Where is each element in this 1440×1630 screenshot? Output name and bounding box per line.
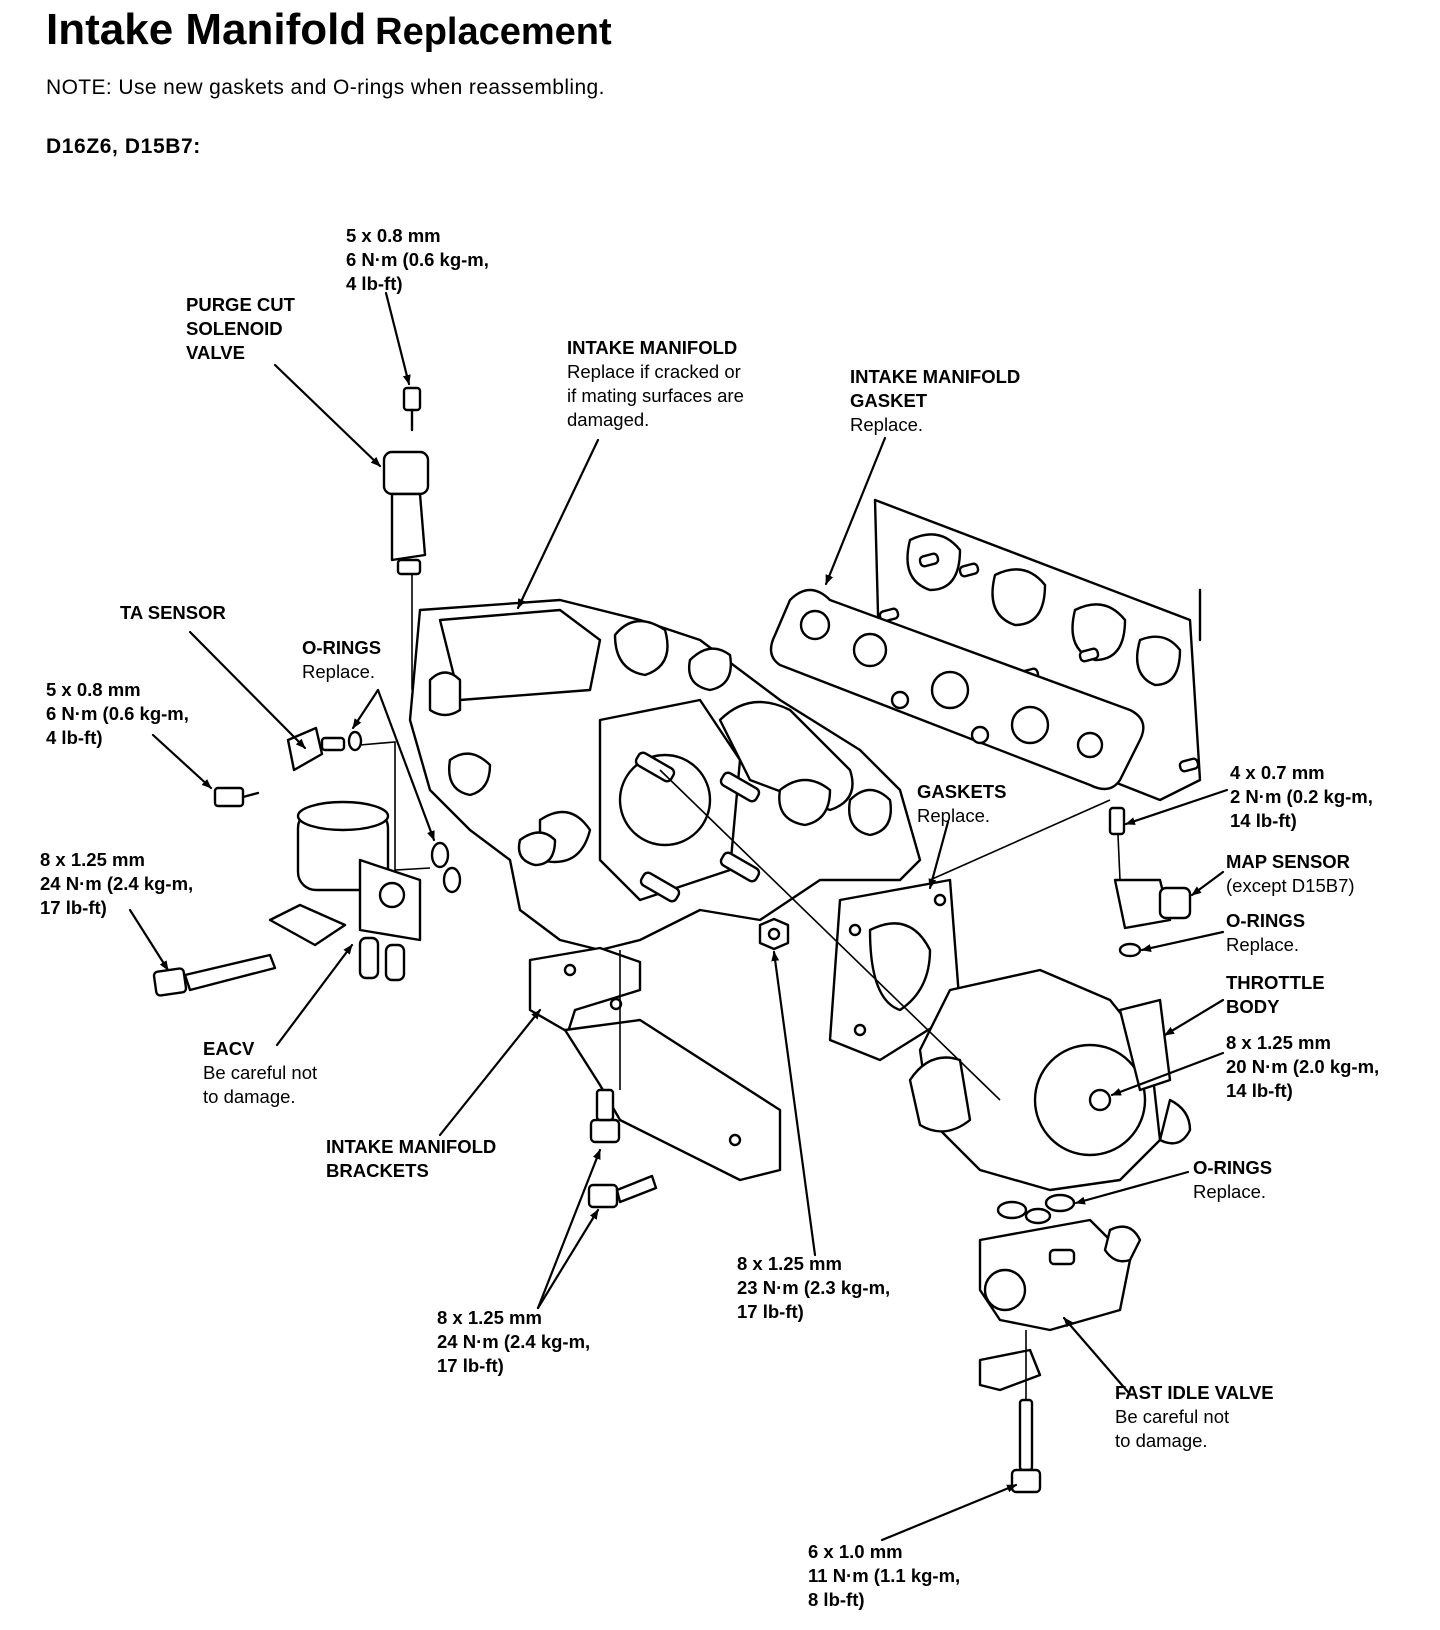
leader-ta-bolt <box>151 733 213 790</box>
page-title: Intake Manifold Replacement <box>46 8 612 52</box>
leader-brackets <box>438 1008 542 1137</box>
o-ring-fiv-1 <box>1044 1193 1076 1213</box>
leader-eacv <box>275 943 354 1047</box>
page-title-bold: Intake Manifold <box>46 5 367 54</box>
leader-throttle-body <box>1163 998 1225 1037</box>
o-ring-ta <box>347 730 363 752</box>
leader-fiv-bolt <box>880 1483 1018 1542</box>
o-ring-fiv-2 <box>996 1200 1028 1220</box>
leader-fast-idle-valve <box>1062 1316 1130 1394</box>
leader-bracket-bolt-2 <box>536 1208 600 1310</box>
leader-o-ring-fiv <box>1074 1170 1190 1205</box>
fast-idle-valve-bolt-shape <box>1010 1398 1042 1494</box>
ta-bolt-spec: 5 x 0.8 mm 6 N·m (0.6 kg-m, 4 lb-ft) <box>46 679 189 748</box>
purge-cut-solenoid-valve-shape <box>382 386 430 576</box>
bracket-bolts-spec: 8 x 1.25 mm 24 N·m (2.4 kg-m, 17 lb-ft) <box>437 1307 591 1376</box>
leader-map-sensor <box>1190 870 1225 897</box>
leader-nut <box>771 950 817 1257</box>
leader-eacv-bolt <box>128 908 170 972</box>
throttle-body-shape <box>908 968 1192 1192</box>
o-ring-fiv-3 <box>1024 1207 1052 1225</box>
purge-bolt-spec: 5 x 0.8 mm 6 N·m (0.6 kg-m, 4 lb-ft) <box>346 225 489 294</box>
reassembly-note: NOTE: Use new gaskets and O-rings when r… <box>46 76 605 99</box>
intake-manifold-gasket-shape <box>769 588 1145 791</box>
o-rings-map-label: O-RINGS Replace. <box>1226 910 1306 955</box>
leader-gaskets <box>928 820 950 890</box>
page-title-rest: Replacement <box>375 11 612 53</box>
eacv-label: EACV Be careful not to damage. <box>203 1038 318 1107</box>
throttle-body-label: THROTTLE BODY <box>1226 972 1325 1017</box>
o-rings-left-label: O-RINGS Replace. <box>302 637 382 682</box>
fast-idle-valve-shape <box>978 1218 1142 1392</box>
eacv-shape <box>268 800 422 982</box>
leader-intake-manifold <box>516 438 600 610</box>
leader-manifold-gasket <box>824 436 887 586</box>
gaskets-label: GASKETS Replace. <box>917 781 1007 826</box>
intake-manifold-brackets-label: INTAKE MANIFOLD BRACKETS <box>326 1136 497 1181</box>
leader-o-ring-eacv <box>376 688 436 842</box>
throttle-bolt-spec: 8 x 1.25 mm 20 N·m (2.0 kg-m, 14 lb-ft) <box>1226 1032 1380 1101</box>
intake-manifold-gasket-label: INTAKE MANIFOLD GASKET Replace. <box>850 366 1021 435</box>
nut-spec: 8 x 1.25 mm 23 N·m (2.3 kg-m, 17 lb-ft) <box>737 1253 891 1322</box>
fast-idle-bolt-spec: 6 x 1.0 mm 11 N·m (1.1 kg-m, 8 lb-ft) <box>808 1541 961 1610</box>
eacv-bolt-spec: 8 x 1.25 mm 24 N·m (2.4 kg-m, 17 lb-ft) <box>40 849 194 918</box>
map-sensor-shape <box>1108 806 1192 958</box>
fast-idle-valve-label: FAST IDLE VALVE Be careful not to damage… <box>1115 1382 1274 1451</box>
bracket-bolt-shapes <box>587 1088 658 1209</box>
o-rings-fast-idle-label: O-RINGS Replace. <box>1193 1157 1273 1202</box>
nut-hole <box>767 927 781 941</box>
leader-purge-valve <box>273 363 382 468</box>
leader-purge-bolt <box>384 291 411 386</box>
leader-throttle-bolt <box>1110 1051 1225 1097</box>
map-sensor-label: MAP SENSOR (except D15B7) <box>1226 851 1355 896</box>
ta-sensor-shape <box>213 726 346 808</box>
leader-map-bolt <box>1124 788 1229 826</box>
leader-bracket-bolt-1 <box>536 1148 602 1310</box>
ta-sensor-label: TA SENSOR <box>120 602 226 623</box>
eacv-bolt-shape <box>152 953 277 997</box>
purge-cut-solenoid-valve-label: PURGE CUT SOLENOID VALVE <box>186 294 295 363</box>
o-ring-eacv-1 <box>430 841 450 869</box>
intake-manifold-label: INTAKE MANIFOLD Replace if cracked or if… <box>567 337 744 430</box>
engine-codes: D16Z6, D15B7: <box>46 135 201 158</box>
o-ring-eacv-2 <box>442 866 462 894</box>
intake-manifold-bracket-shape <box>528 946 782 1182</box>
leader-ta-sensor <box>188 630 307 750</box>
leader-o-ring-map <box>1140 930 1225 952</box>
map-bolt-spec: 4 x 0.7 mm 2 N·m (0.2 kg-m, 14 lb-ft) <box>1230 762 1373 831</box>
leader-o-ring-ta <box>351 688 380 730</box>
